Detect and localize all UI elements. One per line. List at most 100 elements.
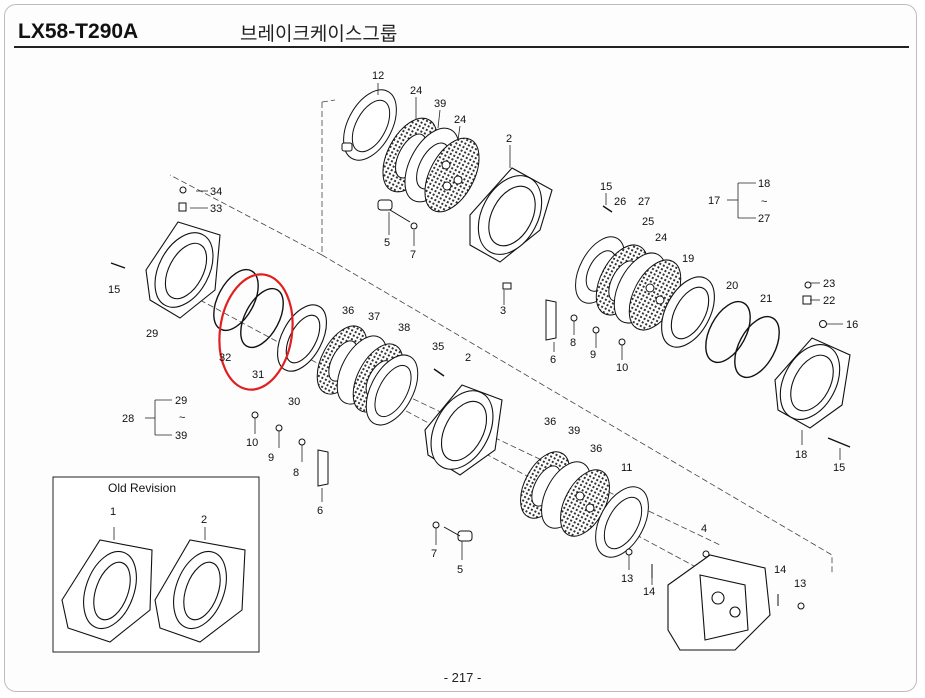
part-35-pin xyxy=(433,368,445,377)
part-29-brake-case-left xyxy=(145,221,221,319)
svg-text:34: 34 xyxy=(210,186,222,198)
part-12-plate xyxy=(341,89,397,161)
part-38-plate xyxy=(365,354,419,426)
svg-text:37: 37 xyxy=(368,311,380,323)
svg-text:23: 23 xyxy=(823,278,835,290)
svg-text:14: 14 xyxy=(643,586,655,598)
svg-text:10: 10 xyxy=(616,362,628,374)
svg-text:31: 31 xyxy=(252,369,264,381)
svg-text:6: 6 xyxy=(317,505,323,517)
svg-text:5: 5 xyxy=(384,237,390,249)
svg-text:18: 18 xyxy=(795,449,807,461)
svg-text:4: 4 xyxy=(701,523,707,535)
svg-text:16: 16 xyxy=(846,319,858,331)
svg-text:21: 21 xyxy=(760,293,772,305)
group-title: 브레이크케이스그룹 xyxy=(240,23,398,45)
title-rule xyxy=(14,46,909,48)
svg-text:15: 15 xyxy=(108,284,120,296)
svg-text:27: 27 xyxy=(638,196,650,208)
svg-text:11: 11 xyxy=(621,462,632,474)
part-19-piston xyxy=(661,276,715,348)
part-15-pin-right xyxy=(827,437,851,448)
svg-text:6: 6 xyxy=(550,354,556,366)
highlight-circle xyxy=(218,273,294,391)
svg-text:29: 29 xyxy=(146,328,158,340)
svg-text:24: 24 xyxy=(655,232,667,244)
svg-text:27: 27 xyxy=(758,213,770,225)
svg-text:24: 24 xyxy=(454,114,466,126)
svg-text:20: 20 xyxy=(726,280,738,292)
part-15-pin-left xyxy=(110,262,126,269)
svg-text:36: 36 xyxy=(590,443,602,455)
svg-text:2: 2 xyxy=(506,133,512,145)
svg-text:8: 8 xyxy=(570,337,576,349)
part-18-brake-case-right xyxy=(774,337,851,429)
svg-text:9: 9 xyxy=(590,349,596,361)
svg-text:32: 32 xyxy=(219,352,231,364)
svg-text:28: 28 xyxy=(122,413,134,425)
svg-text:12: 12 xyxy=(372,70,384,82)
svg-text:24: 24 xyxy=(410,85,422,97)
svg-text:22: 22 xyxy=(823,295,835,307)
svg-text:13: 13 xyxy=(794,578,806,590)
part-8-9-10-hardware-top xyxy=(570,314,626,346)
part-34-33-fittings xyxy=(178,186,187,212)
part-5-pin xyxy=(377,199,411,223)
svg-text:26: 26 xyxy=(614,196,626,208)
svg-text:14: 14 xyxy=(774,564,786,576)
svg-text:10: 10 xyxy=(246,437,258,449)
svg-text:3: 3 xyxy=(500,305,506,317)
part-23-22-16-fittings xyxy=(802,281,827,328)
svg-text:13: 13 xyxy=(621,573,633,585)
part-2-brake-case-middle xyxy=(424,384,503,476)
svg-text:1: 1 xyxy=(110,506,116,518)
svg-text:29: 29 xyxy=(175,395,187,407)
assembly-guides xyxy=(169,99,833,581)
part-30-piston xyxy=(277,304,327,372)
svg-text:7: 7 xyxy=(431,548,437,560)
part-3-bolt xyxy=(502,282,512,290)
part-11-gasket xyxy=(595,486,649,558)
svg-text:38: 38 xyxy=(398,322,410,334)
part-31-o-ring xyxy=(240,287,284,349)
transmission-housing xyxy=(667,554,771,651)
svg-text:36: 36 xyxy=(544,416,556,428)
svg-text:35: 35 xyxy=(432,341,444,353)
model-code: LX58-T290A xyxy=(18,20,139,43)
svg-text:17: 17 xyxy=(708,195,720,207)
svg-text:7: 7 xyxy=(410,249,416,261)
page-number: - 217 - xyxy=(443,670,482,685)
part-2-brake-case-top xyxy=(469,167,553,263)
old-revision-case-2 xyxy=(154,539,246,643)
svg-text:18: 18 xyxy=(758,178,770,190)
part-15-pin-top xyxy=(602,205,613,213)
svg-text:8: 8 xyxy=(293,467,299,479)
svg-text:30: 30 xyxy=(288,396,300,408)
svg-text:9: 9 xyxy=(268,452,274,464)
svg-text:19: 19 xyxy=(682,253,694,265)
svg-text:25: 25 xyxy=(642,216,654,228)
part-13-14-hardware xyxy=(625,548,805,610)
svg-text:15: 15 xyxy=(833,462,845,474)
part-36-friction-disc-c xyxy=(560,469,610,537)
svg-text:~: ~ xyxy=(179,412,185,424)
old-revision-title: Old Revision xyxy=(108,481,176,495)
part-21-o-ring xyxy=(734,315,780,379)
svg-text:36: 36 xyxy=(342,305,354,317)
old-revision-case-1 xyxy=(61,539,153,643)
part-24-friction-disc-b xyxy=(424,137,480,213)
svg-text:39: 39 xyxy=(568,425,580,437)
old-revision-panel: Old Revision 1 2 xyxy=(52,476,260,653)
part-7-5-pin-bottom xyxy=(432,521,473,542)
svg-text:~: ~ xyxy=(761,196,767,208)
leader-lines xyxy=(145,83,843,585)
callout-labels: 12 24 39 24 2 15 26 27 25 24 17 18 ~ 27 … xyxy=(108,70,858,598)
svg-text:2: 2 xyxy=(201,514,207,526)
svg-text:5: 5 xyxy=(457,564,463,576)
svg-text:39: 39 xyxy=(175,430,187,442)
part-7-ring xyxy=(410,222,418,230)
part-6-lever-bottom xyxy=(317,449,329,487)
svg-text:15: 15 xyxy=(600,181,612,193)
svg-text:39: 39 xyxy=(434,98,446,110)
